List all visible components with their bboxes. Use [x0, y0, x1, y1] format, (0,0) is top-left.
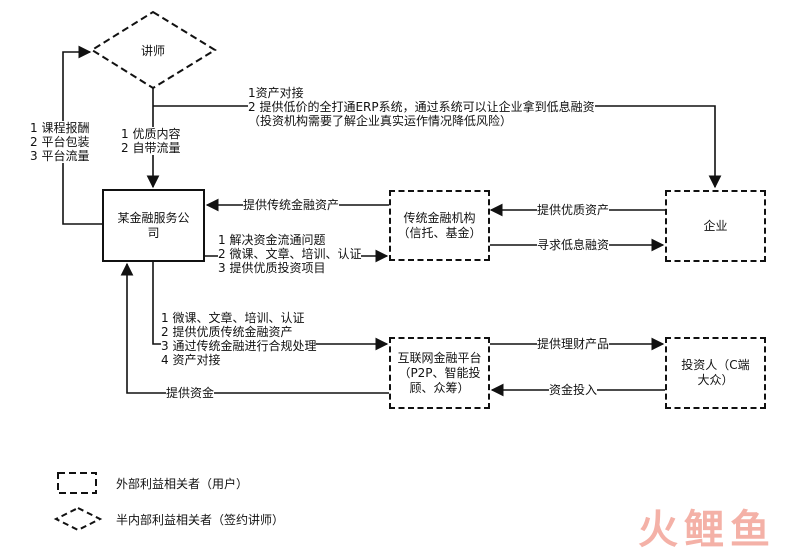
- label-platform-to-traditional: 1 解决资金流通问题 2 微课、文章、培训、认证 3 提供优质投资项目: [218, 233, 362, 275]
- legend-semi-internal-label: 半内部利益相关者（签约讲师）: [116, 513, 285, 527]
- label-platform-to-lecturer: 1 课程报酬 2 平台包装 3 平台流量: [30, 121, 90, 163]
- label-line: 1 解决资金流通问题: [218, 233, 326, 247]
- label-line: （投资机构需要了解企业真实运作情况降低风险）: [248, 114, 513, 128]
- node-p2p-label: 互联网金融平台（P2P、智能投顾、众筹）: [397, 350, 482, 395]
- legend-semi-internal-swatch: [53, 506, 103, 532]
- label-investor-to-p2p: 资金投入: [549, 383, 598, 397]
- label-p2p-to-platform: 提供资金: [166, 386, 215, 400]
- node-lecturer-label: 讲师: [140, 43, 165, 58]
- label-platform-to-p2p: 1 微课、文章、培训、认证 2 提供优质传统金融资产 3 通过传统金融进行合规处…: [161, 311, 317, 367]
- watermark-logo: 火鲤鱼: [638, 507, 776, 553]
- label-line: 2 平台包装: [30, 135, 90, 149]
- node-investor: 投资人（C端大众）: [665, 337, 766, 409]
- label-line: 3 提供优质投资项目: [218, 261, 326, 275]
- legend-external-swatch: [57, 472, 97, 494]
- edge-p2p-to-platform: [120, 262, 389, 394]
- node-enterprise-label: 企业: [703, 218, 728, 233]
- label-lecturer-to-platform: 1 优质内容 2 自带流量: [121, 127, 181, 155]
- node-investor-label: 投资人（C端大众）: [681, 358, 750, 387]
- node-enterprise: 企业: [665, 190, 766, 262]
- node-traditional: 传统金融机构（信托、基金）: [389, 190, 490, 261]
- label-line: 3 通过传统金融进行合规处理: [161, 339, 317, 353]
- label-line: 1 课程报酬: [30, 121, 90, 135]
- label-lecturer-to-enterprise: 1资产对接 2 提供低价的全打通ERP系统，通过系统可以让企业拿到低息融资 （投…: [248, 86, 595, 128]
- label-line: 2 提供优质传统金融资产: [161, 325, 293, 339]
- label-p2p-to-investor: 提供理财产品: [537, 337, 610, 351]
- label-enterprise-to-traditional: 提供优质资产: [537, 203, 610, 217]
- node-traditional-label: 传统金融机构（信托、基金）: [397, 210, 482, 240]
- node-platform: 某金融服务公司: [102, 189, 205, 262]
- label-traditional-to-enterprise: 寻求低息融资: [537, 238, 610, 252]
- label-line: 1 微课、文章、培训、认证: [161, 311, 305, 325]
- label-line: 1 优质内容: [121, 127, 181, 141]
- lecturer-diamond: [90, 10, 217, 90]
- node-p2p: 互联网金融平台（P2P、智能投顾、众筹）: [389, 337, 490, 409]
- node-platform-label: 某金融服务公司: [117, 210, 190, 240]
- label-line: 2 提供低价的全打通ERP系统，通过系统可以让企业拿到低息融资: [248, 100, 595, 114]
- label-line: 3 平台流量: [30, 149, 90, 163]
- label-line: 2 自带流量: [121, 141, 181, 155]
- label-line: 1资产对接: [248, 86, 304, 100]
- label-traditional-to-platform: 提供传统金融资产: [243, 198, 340, 212]
- label-line: 2 微课、文章、培训、认证: [218, 247, 362, 261]
- label-line: 4 资产对接: [161, 353, 221, 367]
- legend-external-label: 外部利益相关者（用户）: [116, 477, 249, 491]
